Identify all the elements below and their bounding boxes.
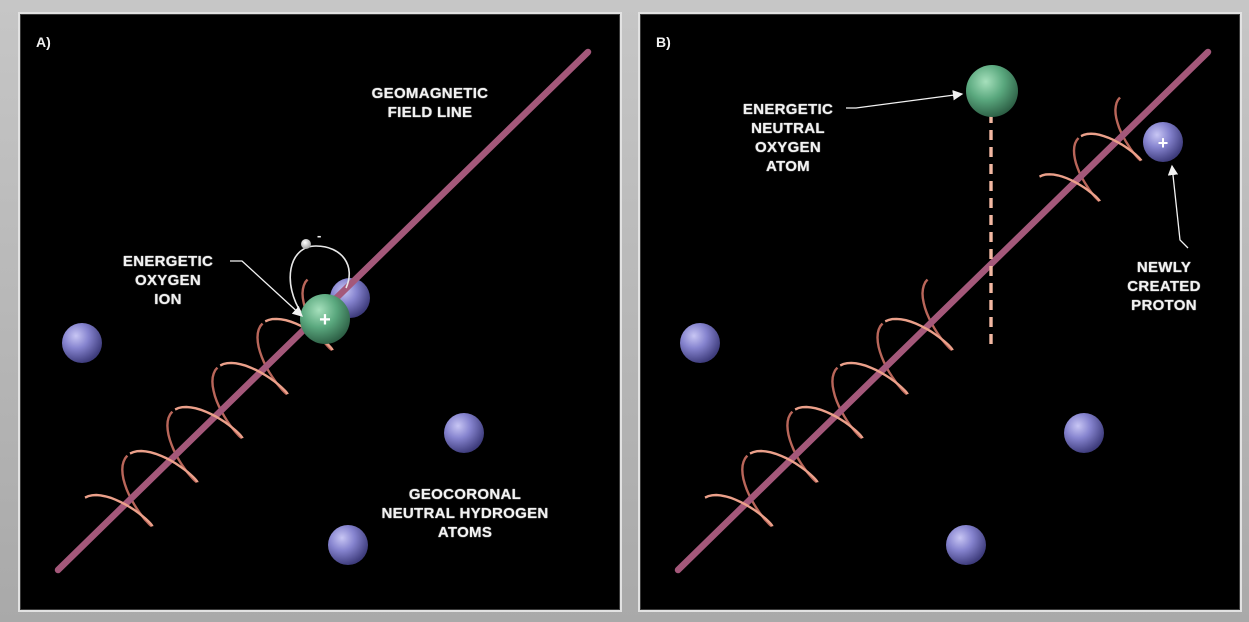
hydrogen-atom: [62, 323, 102, 363]
geomagnetic-field-line: [674, 48, 1212, 574]
panel-a-letter: A): [36, 34, 51, 50]
spiral-segment: [1039, 173, 1101, 202]
spiral-segment: [174, 405, 244, 439]
hydrogen-atom: [328, 525, 368, 565]
neutral-label-arrow: [846, 90, 964, 109]
proton-spiral-front: [1039, 132, 1143, 202]
ion-spiral-back: [121, 278, 333, 528]
ion-spiral-front: [704, 317, 954, 527]
spiral-segment: [749, 449, 819, 483]
panel-b-letter: B): [656, 34, 671, 50]
proton-label-arrow: [1167, 164, 1189, 249]
electron: [301, 239, 311, 249]
panel-a: - + A) GEOMAGNETIC FIELD LINE ENERGETIC …: [20, 14, 620, 610]
ion-spiral-back: [741, 278, 953, 528]
spiral-segment: [794, 405, 864, 439]
spiral-segment: [1080, 132, 1143, 161]
neutral-oxygen-atom: [966, 65, 1018, 117]
proton: [1143, 122, 1183, 162]
spiral-segment: [129, 449, 199, 483]
proton-label: NEWLY CREATED PROTON: [1127, 259, 1201, 314]
ion-spiral-front: [84, 317, 334, 527]
electron-charge: -: [317, 228, 321, 243]
ion-label-arrow: [230, 260, 303, 317]
oxygen-ion-label: ENERGETIC OXYGEN ION: [122, 253, 214, 308]
proton-charge: +: [1158, 133, 1169, 153]
hydrogen-atom: [444, 413, 484, 453]
proton-spiral-back: [1072, 96, 1142, 203]
spiral-segment: [884, 317, 954, 351]
ion-charge: +: [319, 309, 331, 331]
neutral-oxygen-label: ENERGETIC NEUTRAL OXYGEN ATOM: [742, 101, 834, 175]
electron-orbit: [289, 245, 351, 315]
hydrogen-atom: [680, 323, 720, 363]
panel-b: + B) ENERGETIC NEUTRAL OXYGEN ATOM NEWLY…: [640, 14, 1240, 610]
oxygen-ion: [300, 294, 350, 344]
field-line-label: GEOMAGNETIC FIELD LINE: [371, 85, 489, 121]
hydrogen-atoms-label: GEOCORONAL NEUTRAL HYDROGEN ATOMS: [381, 486, 549, 541]
spiral-segment: [84, 493, 154, 527]
spiral-segment: [839, 361, 909, 395]
spiral-segment: [219, 361, 289, 395]
spiral-segment: [704, 493, 774, 527]
panel-b-diagram: +: [674, 48, 1212, 574]
hydrogen-atom: [1064, 413, 1104, 453]
panel-a-diagram: - +: [54, 48, 592, 574]
hydrogen-atom: [946, 525, 986, 565]
